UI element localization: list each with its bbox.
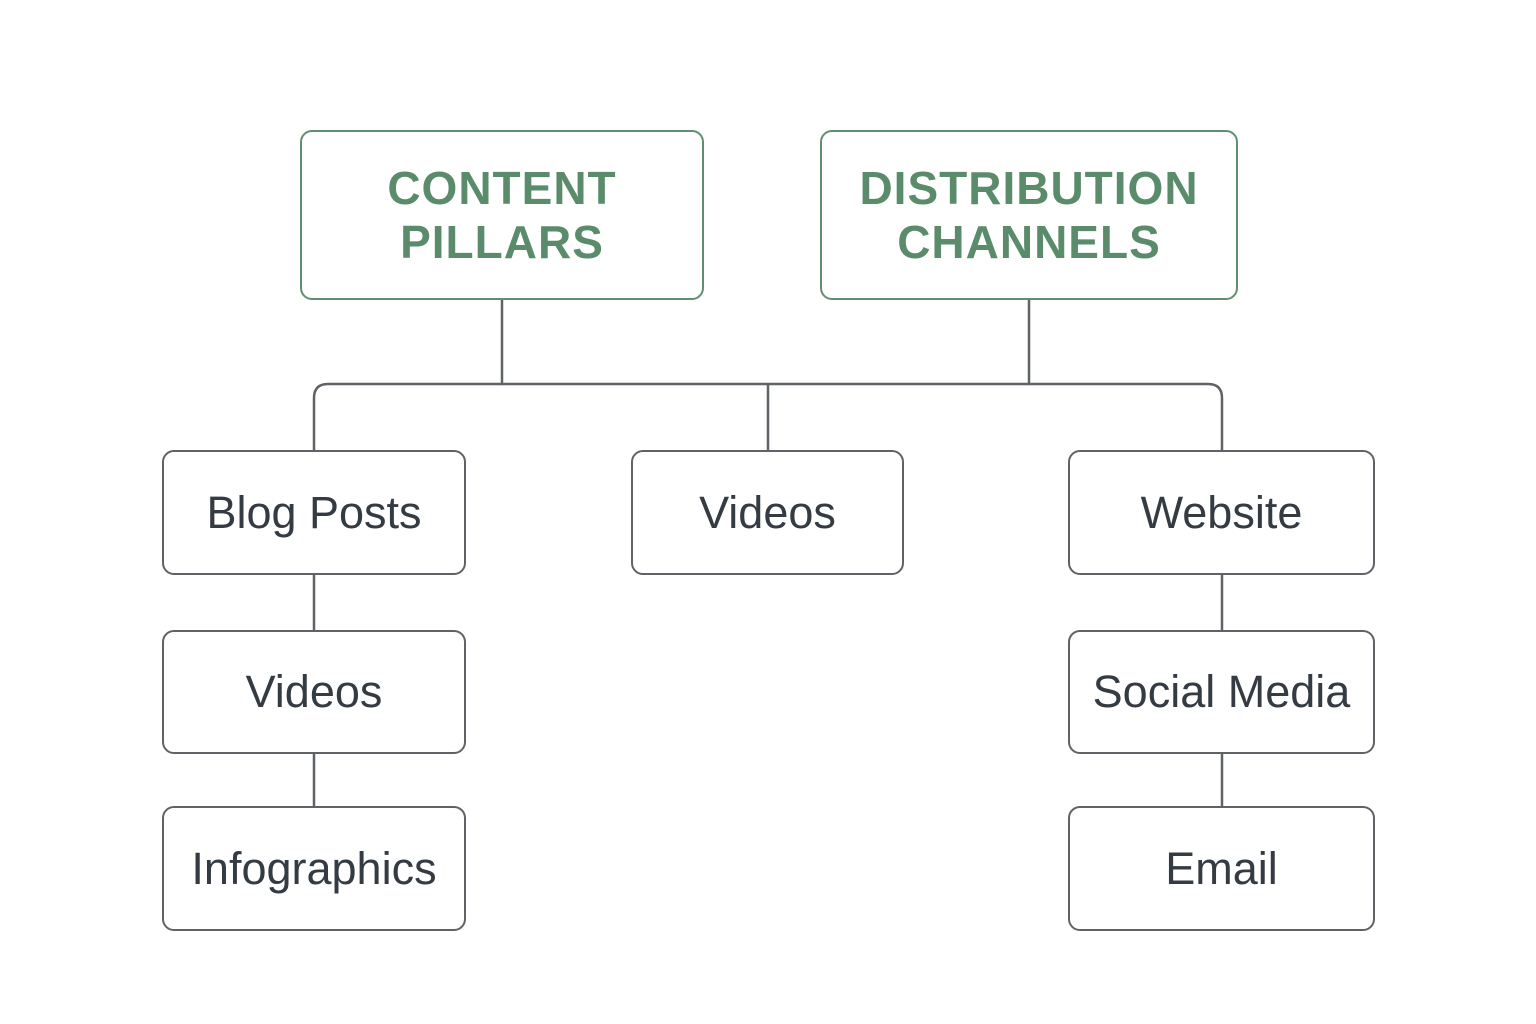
distribution-channels-label: DISTRIBUTION CHANNELS — [859, 162, 1199, 268]
center-videos-label: Videos — [699, 486, 836, 538]
left-videos-label: Videos — [245, 666, 383, 717]
social-media-node: Social Media — [1068, 630, 1375, 754]
content-pillars-label: CONTENT PILLARS — [387, 162, 617, 268]
infographics-node: Infographics — [162, 806, 466, 931]
website-node: Website — [1068, 450, 1375, 575]
center-videos-node: Videos — [631, 450, 904, 575]
blog-posts-node: Blog Posts — [162, 450, 466, 575]
distribution-channels-node: DISTRIBUTION CHANNELS — [820, 130, 1238, 300]
social-media-label: Social Media — [1092, 666, 1351, 717]
email-label: Email — [1165, 842, 1278, 894]
left-videos-node: Videos — [162, 630, 466, 754]
infographics-label: Infographics — [191, 842, 437, 894]
content-pillars-node: CONTENT PILLARS — [300, 130, 704, 300]
blog-posts-label: Blog Posts — [206, 486, 422, 538]
website-label: Website — [1140, 486, 1303, 538]
email-node: Email — [1068, 806, 1375, 931]
